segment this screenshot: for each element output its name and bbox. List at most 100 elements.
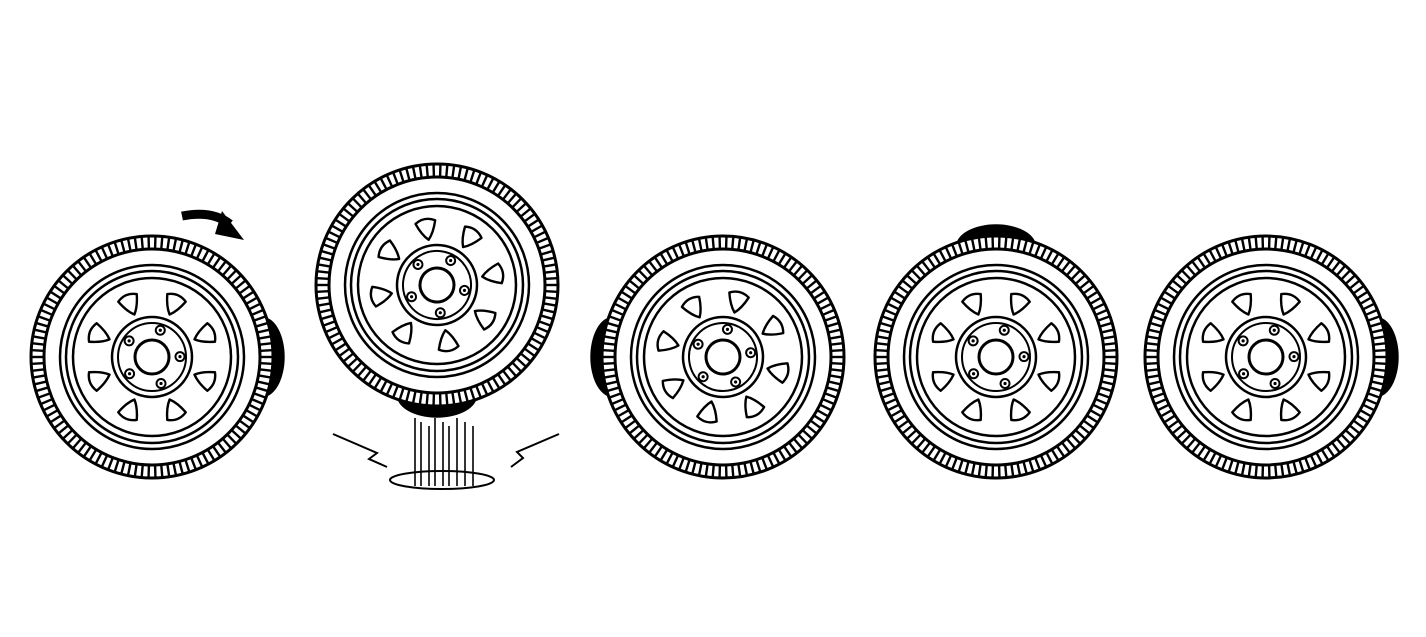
- tread-block: [38, 392, 50, 399]
- tread-block: [902, 280, 913, 289]
- vent-shape: [1231, 398, 1253, 422]
- tread-block: [1208, 250, 1217, 262]
- tread-block: [357, 193, 367, 204]
- tread-block: [603, 348, 615, 352]
- tread-block: [938, 452, 947, 464]
- vent-shape: [87, 322, 111, 344]
- tread-block: [318, 263, 330, 268]
- tread-block: [817, 409, 829, 418]
- tread-block: [890, 409, 902, 418]
- tread-block: [806, 425, 817, 434]
- tread-block: [617, 296, 629, 305]
- hub-ring: [681, 315, 765, 399]
- tread-block: [691, 462, 697, 474]
- tread-block: [1034, 458, 1041, 470]
- vent-hole: [369, 285, 393, 308]
- tread-block: [101, 455, 108, 467]
- tread-block: [36, 386, 48, 392]
- tread-block: [140, 465, 144, 477]
- tread-block: [1152, 392, 1164, 399]
- wheel-4: [873, 224, 1119, 480]
- tread-block: [120, 240, 126, 252]
- tread-block: [880, 322, 892, 328]
- tread-block: [172, 239, 178, 251]
- vent-hole: [473, 309, 497, 331]
- lug-nut-center: [701, 375, 705, 379]
- tread-block: [772, 250, 781, 262]
- tread-block: [921, 261, 931, 272]
- tread-block: [260, 362, 272, 366]
- tread-block: [1353, 285, 1364, 294]
- tread-block: [1100, 322, 1112, 328]
- vent-shape: [961, 292, 983, 316]
- tread-block: [1004, 465, 1008, 477]
- tread-block: [89, 449, 97, 461]
- tread-block: [621, 291, 632, 300]
- tread-block: [46, 296, 58, 305]
- tread-block: [492, 181, 500, 193]
- center-bore: [418, 266, 456, 304]
- tread-block: [1095, 309, 1108, 316]
- tire-tread: [317, 165, 557, 405]
- tread-block: [319, 256, 332, 262]
- vent-hole: [744, 395, 766, 419]
- tread-block: [827, 322, 839, 328]
- lug-nut-center: [725, 327, 730, 331]
- rim-ring: [642, 276, 804, 438]
- vent-shape: [696, 400, 718, 424]
- tread-block: [933, 253, 941, 265]
- vent-hole: [680, 295, 702, 319]
- tread-block: [1221, 458, 1228, 470]
- tread-block: [325, 326, 338, 333]
- tread-block: [1164, 414, 1175, 423]
- tread-block: [58, 425, 69, 434]
- tread-block: [767, 455, 774, 467]
- tread-block: [887, 302, 899, 310]
- lug-nut-center: [749, 351, 753, 355]
- tread-block: [629, 425, 640, 434]
- lug-nut-center: [1292, 355, 1296, 359]
- tread-block: [945, 455, 952, 467]
- lug-nut-center: [159, 381, 163, 386]
- tread-block: [749, 240, 755, 252]
- tread-block: [1004, 237, 1008, 249]
- tread-block: [755, 242, 762, 254]
- tread-block: [951, 458, 958, 470]
- tread-block: [831, 342, 843, 346]
- vent-shape: [661, 378, 685, 400]
- tread-block: [36, 322, 48, 328]
- vent-hole: [931, 322, 955, 344]
- tread-block: [528, 342, 539, 351]
- tread-block: [1234, 240, 1240, 252]
- tread-block: [386, 383, 393, 395]
- tread-block: [321, 314, 333, 320]
- tread-block: [1368, 392, 1380, 399]
- tread-block: [880, 386, 892, 392]
- tread-block: [878, 380, 891, 386]
- tread-block: [911, 270, 921, 280]
- tread-block: [43, 302, 55, 310]
- tread-block: [1045, 452, 1054, 464]
- tread-block: [497, 374, 506, 385]
- tread-block: [328, 332, 340, 340]
- tread-block: [1298, 460, 1305, 472]
- tread-block: [660, 449, 668, 461]
- tread-block: [475, 386, 482, 398]
- vent-hole: [656, 330, 680, 352]
- vent-shape: [766, 362, 790, 384]
- tread-block: [222, 438, 232, 449]
- lug-nut-center: [158, 328, 162, 332]
- tread-block: [603, 368, 615, 372]
- tread-block: [1360, 409, 1372, 418]
- impact-zigzag-left: [332, 433, 388, 468]
- tread-block: [906, 274, 917, 285]
- hub-ring: [1224, 315, 1308, 399]
- vent-hole: [193, 322, 217, 344]
- tread-block: [411, 167, 417, 179]
- tread-block: [1331, 261, 1341, 272]
- lug-nut-center: [1003, 381, 1007, 386]
- tread-block: [89, 253, 97, 265]
- tread-block: [814, 291, 825, 300]
- vent-shape: [1279, 398, 1301, 422]
- tread-block: [67, 270, 77, 280]
